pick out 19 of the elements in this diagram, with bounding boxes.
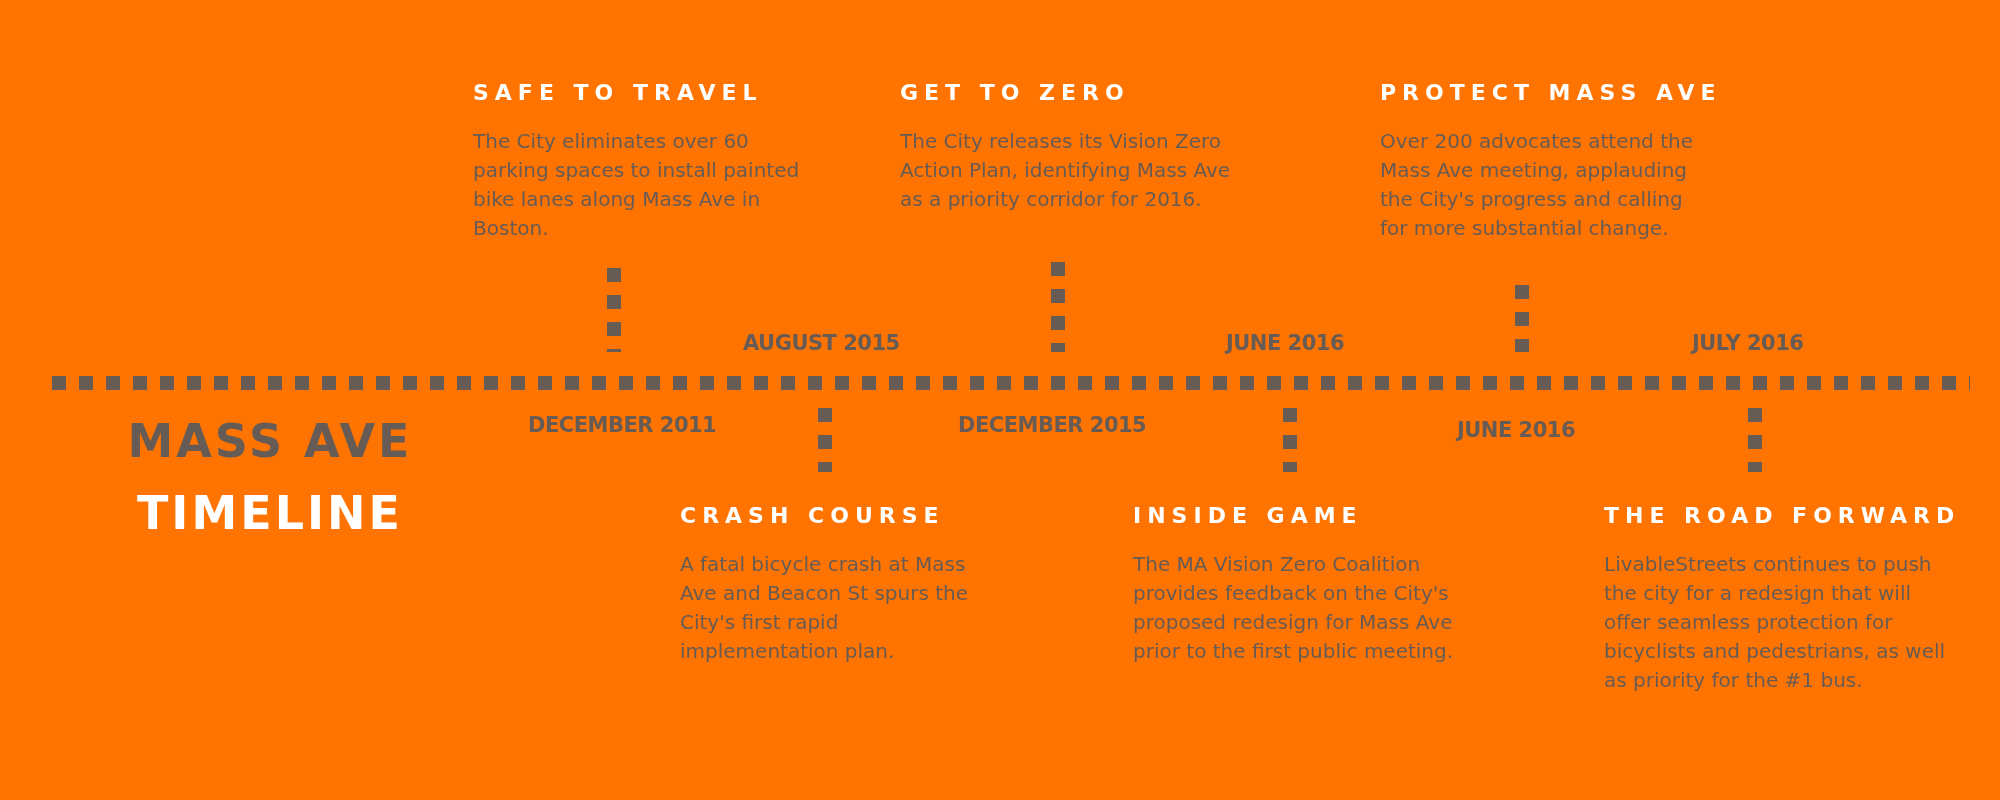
event-heading: PROTECT MASS AVE <box>1380 80 1722 105</box>
event-heading: GET TO ZERO <box>900 80 1130 105</box>
date-label: DECEMBER 2015 <box>958 413 1147 437</box>
event-description: The City releases its Vision Zero Action Plan, identifying Mass Ave as a priority corridor for 2016. <box>900 128 1232 213</box>
date-label: JUNE 2016 <box>1457 418 1576 442</box>
event-description: LivableStreets continues to push the city for a redesign that will offer seamless protection for bicyclists and pedestrians, as well as priority for the #1 bus. <box>1604 551 1947 694</box>
event-description: A fatal bicycle crash at Mass Ave and Beacon St spurs the City's first rapid implementation plan. <box>680 551 970 665</box>
event-heading: THE ROAD FORWARD <box>1604 503 1961 528</box>
date-label: JULY 2016 <box>1692 331 1804 355</box>
event-heading: INSIDE GAME <box>1133 503 1363 528</box>
date-label: DECEMBER 2011 <box>528 413 717 437</box>
event-heading: SAFE TO TRAVEL <box>473 80 763 105</box>
timeline-title: MASS AVE TIMELINE <box>126 413 414 542</box>
event-description: The City eliminates over 60 parking spaces to install painted bike lanes along Mass Ave in Boston. <box>473 128 801 242</box>
date-label: AUGUST 2015 <box>743 331 900 355</box>
event-heading: CRASH COURSE <box>680 503 945 528</box>
date-label: JUNE 2016 <box>1226 331 1345 355</box>
event-description: The MA Vision Zero Coalition provides feedback on the City's proposed redesign for Mass Ave prior to the first public meeting. <box>1133 551 1455 665</box>
event-description: Over 200 advocates attend the Mass Ave meeting, applauding the City's progress and calling for more substantial change. <box>1380 128 1694 242</box>
